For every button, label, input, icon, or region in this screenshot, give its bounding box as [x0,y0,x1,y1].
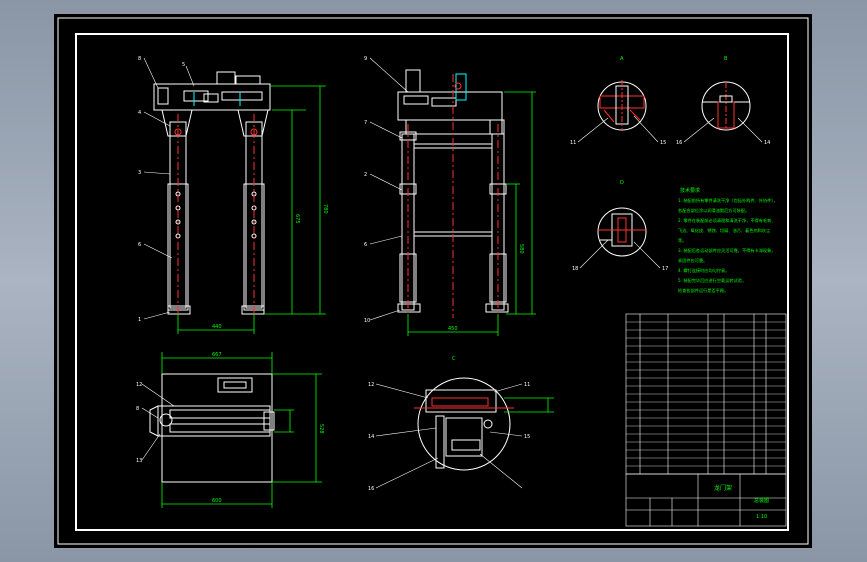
detail-a [597,80,647,131]
notes-line-8: 4. 螺钉连接时应均匀拧紧。 [678,267,729,274]
notes-line-9: 5. 装配完毕后应进行空载运转试验， [678,277,746,284]
balloon-front-2: 5 [182,62,185,68]
front-motor-box [216,71,236,85]
balloon-top-1: 12 [136,382,142,388]
notes-line-7: 紧固件应可靠。 [678,257,707,264]
side-left-column [401,133,415,311]
notes-line-2: 各配合部位涂以润滑油脂后方可装配。 [678,207,749,214]
balloon-c-1: 12 [368,382,374,388]
title-scale: 1:10 [756,514,767,520]
dim-top-depth: 528 [318,424,324,434]
balloon-c-4: 15 [524,434,530,440]
title-name: 龙门架 [714,484,732,492]
balloon-c-5: 16 [368,486,374,492]
front-view [153,71,271,315]
cad-drawing: 780 675 440 8 5 4 3 6 1 [57,17,809,545]
front-right-bracket [237,109,269,137]
side-view [397,69,509,318]
dim-front-inner: 675 [294,214,300,224]
balloon-front-5: 6 [138,242,141,248]
dim-top-bottom: 600 [212,498,222,504]
label-view-a: A [620,56,624,62]
balloon-a-2: 15 [660,140,666,146]
balloon-d-2: 17 [662,266,668,272]
notes-title: 技术要求 [680,187,700,194]
balloon-side-5: 10 [364,318,370,324]
balloon-d-1: 18 [572,266,578,272]
side-dimensions [407,91,536,336]
dim-side-height: 580 [518,244,524,254]
balloon-top-3: 13 [136,458,142,464]
balloon-side-2: 7 [364,120,367,126]
top-dimensions [161,352,322,508]
title-code: 总装图 [754,497,769,504]
balloon-top-2: 8 [136,406,139,412]
label-view-c: C [452,356,456,362]
technical-notes: 技术要求 1. 装配前所有零件清洗干净（包括外购件、外协件）， 各配合部位涂以润… [678,187,778,294]
inner-frame [75,33,789,531]
balloon-c-2: 11 [524,382,530,388]
notes-line-4: 飞边、氧化皮、锈蚀、切屑、油污、着色剂和灰尘 [678,227,770,234]
label-view-d: D [620,180,624,186]
drawing-viewport[interactable]: 780 675 440 8 5 4 3 6 1 [54,14,812,548]
balloon-b-1: 16 [676,140,682,146]
detail-c-dimensions [504,397,554,413]
balloon-side-3: 2 [364,172,367,178]
notes-line-1: 1. 装配前所有零件清洗干净（包括外购件、外协件）， [678,197,778,204]
balloon-c-3: 14 [368,434,374,440]
notes-line-10: 检查各部件运行是否平稳。 [678,287,728,294]
notes-line-5: 等。 [678,237,686,243]
balloon-front-4: 3 [138,170,141,176]
side-right-column [491,133,505,311]
notes-line-6: 3. 装配后各运动部件应灵活可靠，不得有卡滞现象， [678,247,775,254]
detail-d [597,207,647,257]
outer-frame [57,17,809,545]
title-block [625,473,787,527]
balloon-b-2: 14 [764,140,770,146]
parts-list-rows [626,321,786,467]
balloon-a-1: 11 [570,140,576,146]
balloon-front-6: 1 [138,317,141,323]
dim-front-width: 440 [212,324,222,330]
balloon-side-1: 9 [364,56,367,62]
notes-line-3: 2. 零件在装配前必须清理和清洗干净，不得有毛刺、 [678,217,775,224]
front-top-beam [153,83,271,111]
dim-front-height: 780 [322,204,328,214]
dim-top-width: 667 [212,352,222,358]
front-dimensions [177,85,326,334]
label-view-b: B [724,56,728,62]
dim-side-width: 450 [448,326,458,332]
balloon-side-4: 6 [364,242,367,248]
front-left-bracket [161,109,193,137]
detail-b [701,81,751,131]
balloon-front-3: 4 [138,110,141,116]
balloon-front-1: 8 [138,56,141,62]
top-view [149,373,275,483]
detail-c [414,377,514,471]
